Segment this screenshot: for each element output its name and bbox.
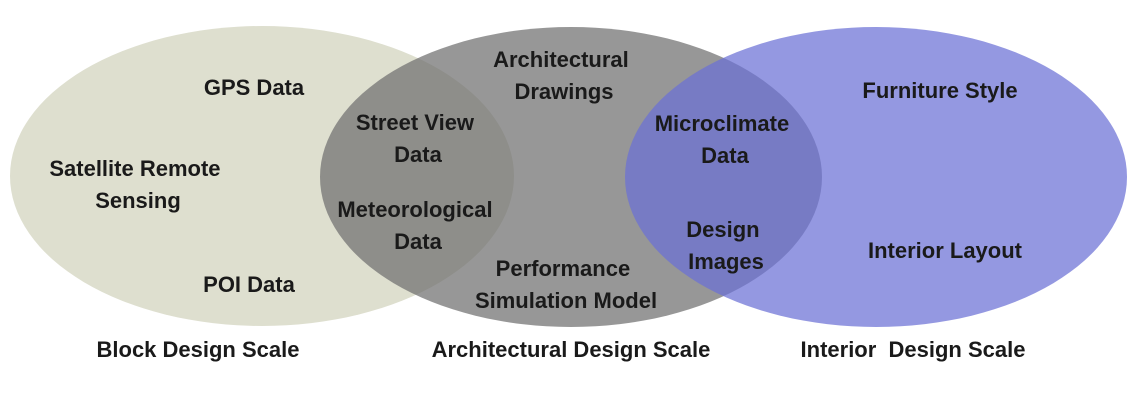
block-design-scale-label: Block Design Scale <box>97 337 300 362</box>
satellite-remote-sensing-label: Satellite Remote Sensing <box>49 156 226 213</box>
architectural-drawings-label: Architectural Drawings <box>493 47 635 104</box>
interior-layout-label: Interior Layout <box>868 238 1023 263</box>
furniture-style-label: Furniture Style <box>862 78 1017 103</box>
architectural-design-scale-label: Architectural Design Scale <box>432 337 711 362</box>
poi-data-label: POI Data <box>203 272 295 297</box>
interior-design-ellipse <box>625 27 1127 327</box>
meteorological-data-label: Meteorological Data <box>337 197 498 254</box>
performance-simulation-model-label: Performance Simulation Model <box>475 256 657 313</box>
microclimate-data-label: Microclimate Data <box>655 111 796 168</box>
gps-data-label: GPS Data <box>204 75 305 100</box>
interior-design-scale-label: Interior Design Scale <box>801 337 1026 362</box>
street-view-data-label: Street View Data <box>356 110 480 167</box>
design-images-label: Design Images <box>686 217 765 274</box>
